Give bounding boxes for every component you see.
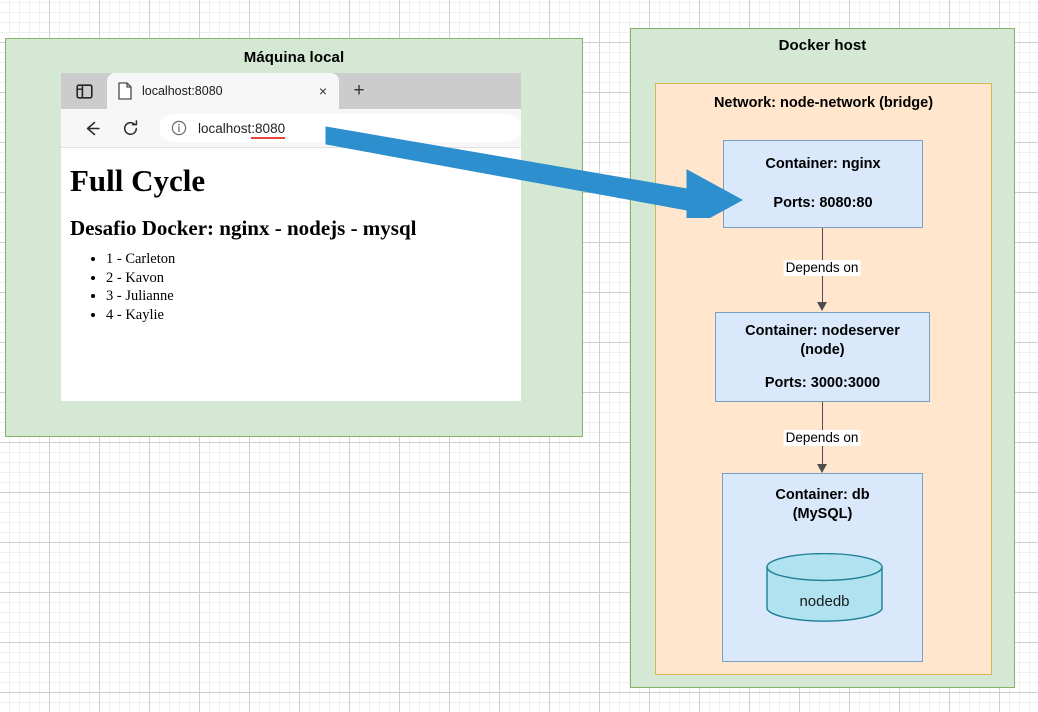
network-title: Network: node-network (bridge): [713, 95, 934, 111]
depends-on-label-2: Depends on: [783, 430, 861, 446]
page-document-icon: [118, 82, 132, 100]
browser-toolbar: localhost:8080: [61, 109, 521, 148]
container-nodeserver: Container: nodeserver (node) Ports: 3000…: [715, 312, 930, 402]
web-page-content: Full Cycle Desafio Docker: nginx - nodej…: [61, 148, 521, 401]
list-item: 2 - Kavon: [106, 269, 501, 288]
page-heading-2: Desafio Docker: nginx - nodejs - mysql: [70, 216, 417, 241]
reload-button[interactable]: [113, 113, 147, 143]
address-text: localhost:8080: [198, 120, 286, 139]
connector-arrowhead: [817, 464, 827, 473]
docker-host-title: Docker host: [778, 37, 867, 54]
page-heading-1: Full Cycle: [70, 163, 206, 198]
address-bar[interactable]: localhost:8080: [159, 114, 521, 142]
browser-window: localhost:8080 × +: [61, 73, 521, 401]
site-info-icon[interactable]: [171, 120, 187, 136]
back-arrow-icon: [86, 121, 100, 135]
sidebar-panel-icon: [75, 83, 93, 99]
svg-text:nodedb: nodedb: [799, 593, 849, 610]
depends-on-label-1: Depends on: [783, 260, 861, 276]
list-item: 3 - Julianne: [106, 287, 501, 306]
new-tab-icon[interactable]: +: [353, 80, 365, 101]
back-button[interactable]: [75, 113, 109, 143]
list-item: 4 - Kaylie: [106, 306, 501, 325]
connector-arrowhead: [817, 302, 827, 311]
people-list: 1 - Carleton 2 - Kavon 3 - Julianne 4 - …: [70, 250, 501, 324]
database-cylinder-icon: nodedb: [766, 553, 883, 622]
address-port: :8080: [251, 120, 286, 139]
container-nginx-ports: Ports: 8080:80: [773, 195, 873, 211]
container-db-name: Container: db (MySQL): [775, 487, 870, 522]
container-db: Container: db (MySQL) nodedb: [722, 473, 923, 662]
tab-close-icon[interactable]: ×: [318, 83, 328, 99]
container-nodeserver-name: Container: nodeserver (node): [745, 322, 900, 358]
browser-tab-title: localhost:8080: [142, 84, 223, 98]
address-host: localhost: [198, 120, 252, 136]
browser-tab-strip: localhost:8080 × +: [61, 73, 521, 109]
local-machine-title: Máquina local: [243, 49, 345, 66]
container-nginx: Container: nginx Ports: 8080:80: [723, 140, 923, 228]
container-nodeserver-ports: Ports: 3000:3000: [764, 374, 881, 391]
container-nginx-name: Container: nginx: [765, 156, 881, 172]
list-item: 1 - Carleton: [106, 250, 501, 269]
reload-icon: [123, 119, 137, 135]
sidebar-toggle-button[interactable]: [61, 73, 107, 109]
browser-tab[interactable]: localhost:8080 ×: [107, 73, 339, 109]
